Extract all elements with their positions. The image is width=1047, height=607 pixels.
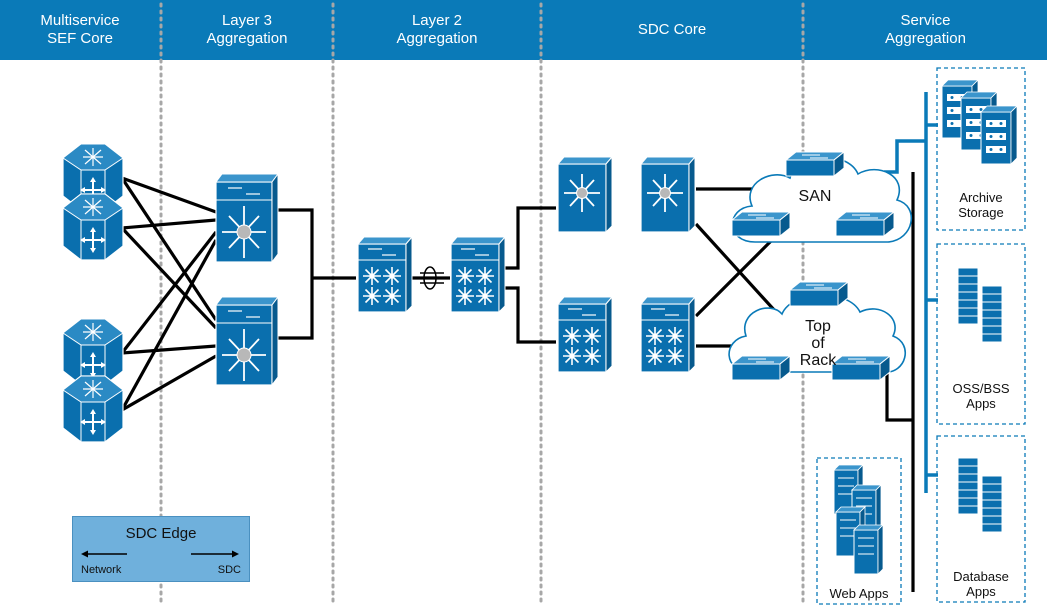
oss-bss-server-icon (957, 267, 979, 325)
sdc-core-l3-switch-2 (640, 156, 696, 233)
network-links (120, 172, 915, 592)
san-switch-1 (785, 151, 845, 177)
service-label-line: Database (953, 569, 1009, 584)
column-header-line: Aggregation (396, 30, 478, 47)
san-switch-3 (835, 211, 895, 237)
database-server-icon (957, 457, 979, 515)
web-app-server-icon (853, 524, 884, 575)
sdc-edge-legend: SDC Edge Network SDC (72, 516, 250, 582)
san-label-text: SAN (798, 188, 832, 205)
database-server-icon (981, 475, 1003, 533)
l3-aggregation-switch-2 (215, 296, 279, 386)
sef-core-router-4 (62, 375, 124, 443)
service-boxes (816, 67, 1026, 605)
oss-bss-apps-label: OSS/BSS Apps (937, 381, 1025, 411)
sdc-core-l2-switch-2 (641, 297, 695, 372)
legend-title: SDC Edge (125, 525, 197, 542)
sef-core-router-3 (62, 318, 124, 386)
column-header-line: Aggregation (206, 30, 288, 47)
tor-switch-2 (731, 355, 791, 381)
service-label-line: Apps (966, 584, 996, 599)
service-label-line: Web Apps (829, 586, 889, 601)
legend-network-label: Network (81, 564, 122, 576)
service-label-line: Apps (966, 396, 996, 411)
archive-storage-icon (980, 105, 1018, 165)
sdc-core-l2-switch-1 (558, 297, 612, 372)
service-label-line: Archive (959, 190, 1003, 205)
column-header-line: Aggregation (885, 30, 966, 47)
legend-arrows (81, 550, 239, 558)
l2-aggregation-switch-2 (451, 237, 505, 312)
tor-switch-1 (789, 281, 849, 307)
column-header-line: Multiservice (40, 12, 120, 29)
oss-bss-server-icon (981, 285, 1003, 343)
l3-aggregation-switch-1 (215, 173, 279, 263)
archive-storage-label: Archive Storage (937, 190, 1025, 220)
san-label: SAN (790, 188, 840, 205)
service-label-line: OSS/BSS (952, 381, 1010, 396)
sef-core-router-2 (62, 193, 124, 261)
legend-sdc-label: SDC (217, 564, 241, 576)
web-apps-label: Web Apps (817, 586, 901, 601)
san-switch-2 (731, 211, 791, 237)
top-of-rack-label: Top of Rack (790, 318, 846, 369)
tor-label-line: Rack (799, 352, 837, 369)
l2-aggregation-switch-1 (358, 237, 412, 312)
column-header-line: Layer 2 (411, 12, 463, 29)
column-header-sdc-core: SDC Core (542, 0, 802, 60)
column-header-line: Layer 3 (221, 12, 273, 29)
port-channel-icon (420, 266, 444, 290)
tor-label-line: of (811, 335, 825, 352)
column-header-line: Service (900, 12, 951, 29)
database-apps-label: Database Apps (937, 569, 1025, 599)
service-label-line: Storage (958, 205, 1004, 220)
sdc-core-l3-switch-1 (557, 156, 613, 233)
column-header-line: SDC Core (637, 21, 707, 38)
service-bus (884, 92, 938, 493)
tor-label-line: Top (805, 318, 831, 335)
column-header-line: SEF Core (47, 30, 113, 47)
